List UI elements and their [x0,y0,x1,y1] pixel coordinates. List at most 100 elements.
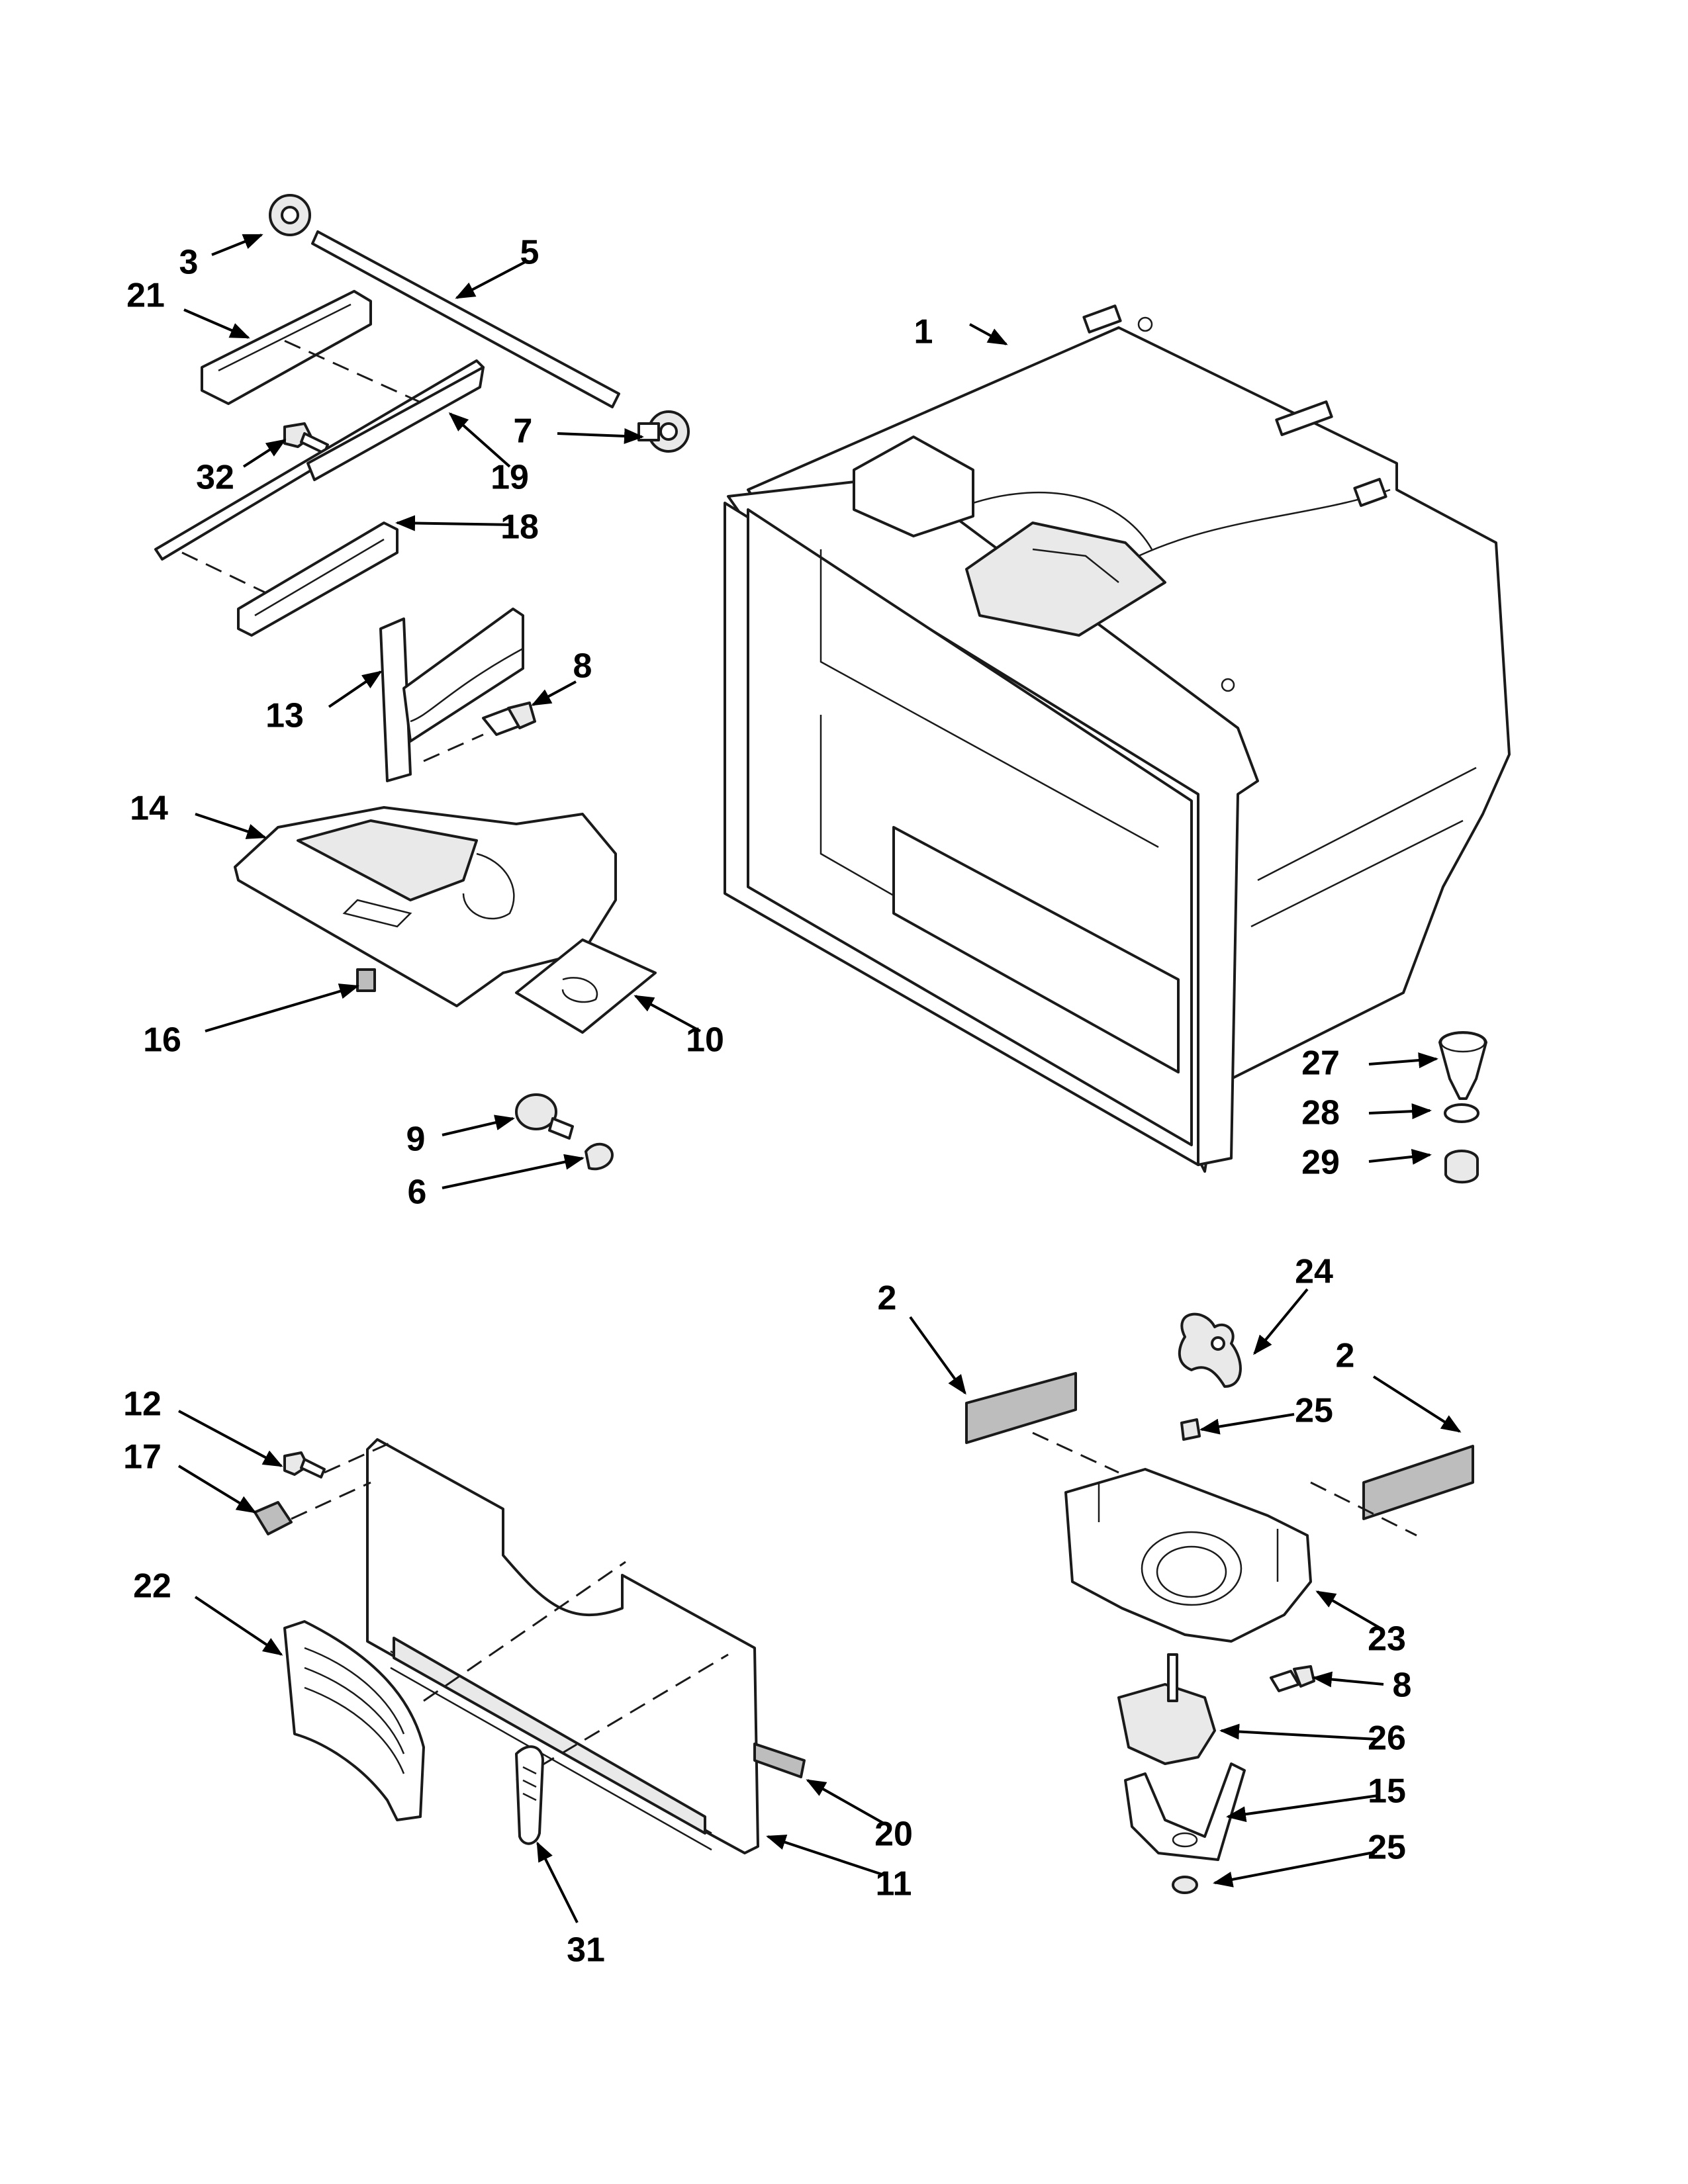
callout-c29: 29 [1301,1144,1340,1182]
callout-c19: 19 [491,459,529,497]
part-24-fan-blade [1178,1312,1242,1388]
callout-c23: 23 [1368,1620,1406,1659]
leader-c25b [1213,1850,1378,1888]
leader-c14 [195,813,267,839]
callout-c31: 31 [567,1931,605,1970]
callout-c24: 24 [1295,1253,1333,1291]
leader-c31 [536,1841,579,1923]
callout-c15: 15 [1368,1772,1406,1811]
guide-dash-22 [423,1561,626,1702]
part-1-freezer-liner [724,304,1511,1173]
callout-c25a: 25 [1295,1392,1333,1430]
leader-c8a [531,680,577,706]
part-3-gear [269,194,311,236]
leader-c18 [395,515,514,531]
part-25-grommet-bottom [1172,1876,1198,1894]
leader-c17 [177,1465,257,1514]
leader-c11 [766,1835,884,1876]
part-15-motor-bracket [1124,1762,1246,1861]
leader-c24 [1253,1288,1309,1355]
part-11-rear-panel [366,1438,759,1854]
part-27-drain-trap [1438,1031,1487,1100]
leader-c5 [455,260,527,299]
part-17-clip [254,1501,293,1535]
part-10-gasket [515,938,657,1034]
callout-c5: 5 [520,234,539,272]
callout-c20: 20 [874,1815,913,1854]
leader-c27 [1368,1052,1438,1069]
callout-c9: 9 [406,1120,426,1159]
part-12-screw [283,1451,326,1479]
part-14-ice-bin-housing [234,806,617,1007]
leader-c10 [633,995,701,1032]
part-31-handle [515,1745,544,1845]
leader-c1 [969,323,1008,345]
leader-c8b [1312,1671,1384,1688]
part-16-switch [356,968,376,992]
callout-c21: 21 [126,277,165,315]
leader-c12 [178,1410,283,1467]
part-13-bracket [379,608,524,782]
callout-c26: 26 [1368,1719,1406,1758]
part-2-pad-left [965,1372,1077,1444]
leader-c20 [806,1779,884,1825]
leader-c29 [1368,1148,1432,1165]
guide-dash-19-18 [181,551,265,594]
guide-dash-17 [291,1481,371,1520]
guide-dash-2-right [1310,1481,1417,1537]
callout-c25b: 25 [1368,1829,1406,1867]
leader-c9 [442,1115,515,1136]
callout-c16: 16 [143,1021,181,1060]
guide-dash-20 [516,1653,729,1782]
leader-c21 [183,308,250,339]
part-5-rod [311,230,620,408]
part-22-grille [283,1620,425,1821]
leader-c2a [909,1316,966,1395]
leader-c28 [1368,1103,1432,1120]
part-25-grommet-top [1180,1418,1201,1441]
part-23-fan-shroud [1064,1468,1312,1643]
part-18-slide-rail [237,522,399,637]
callout-c14: 14 [130,790,168,828]
callout-c32: 32 [196,459,234,497]
leader-c19 [448,412,511,468]
guide-dash-13-8 [423,733,484,762]
part-19-slide-rail [154,359,485,561]
part-20-gasket-strip [753,1743,806,1778]
callout-c18: 18 [500,508,539,547]
callout-c22: 22 [133,1567,171,1606]
part-8-screw-right [1270,1665,1315,1692]
leader-c6 [442,1154,585,1189]
part-32-screw [283,422,329,455]
leader-c32 [242,439,287,468]
part-29-plug [1444,1150,1479,1184]
part-28-o-ring [1444,1103,1479,1123]
callout-c10: 10 [686,1021,724,1060]
callout-c13: 13 [265,697,304,735]
callout-c28: 28 [1301,1094,1340,1132]
leader-c15 [1226,1794,1379,1823]
callout-c17: 17 [123,1438,162,1477]
guide-dash-12 [324,1441,391,1474]
leader-c26 [1219,1723,1378,1741]
part-7-gear [637,410,690,453]
callout-c2b: 2 [1336,1337,1355,1375]
part-8-screw-top [482,702,536,736]
leader-c25a [1199,1413,1295,1435]
guide-dash-2-left [1032,1432,1119,1474]
callout-c8a: 8 [573,647,592,686]
part-26-fan-motor [1117,1653,1216,1765]
leader-c3 [211,234,263,256]
leader-c16 [205,983,359,1032]
part-2-pad-right [1362,1445,1474,1520]
callout-c2a: 2 [878,1279,897,1318]
callout-c7: 7 [514,412,533,451]
callout-c11: 11 [876,1865,912,1903]
callout-c12: 12 [123,1385,162,1424]
callout-c1: 1 [914,313,933,351]
leader-c22 [194,1596,283,1656]
leader-c2b [1372,1375,1462,1433]
callout-c27: 27 [1301,1044,1340,1083]
